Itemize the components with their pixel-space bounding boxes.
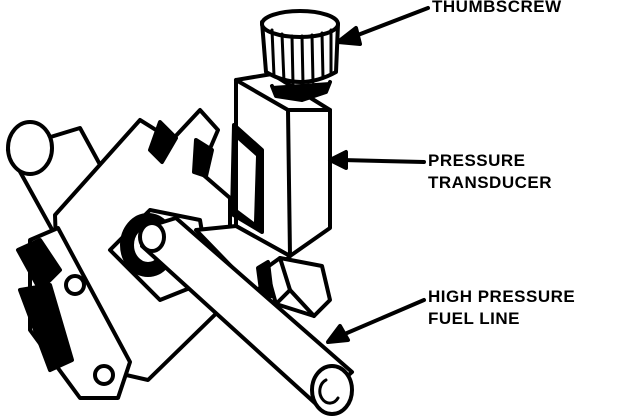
thumbscrew-knob — [260, 9, 340, 102]
label-pressure-transducer-line-1: PRESSURE — [428, 151, 526, 170]
leader-arrows — [326, 6, 430, 344]
label-thumbscrew-text: THUMBSCREW — [432, 0, 562, 16]
label-thumbscrew: THUMBSCREW — [432, 0, 562, 18]
transducer-block — [194, 72, 332, 294]
label-pressure-transducer-line-2: TRANSDUCER — [428, 173, 552, 192]
label-high-pressure-fuel-line: HIGH PRESSURE FUEL LINE — [428, 286, 575, 330]
label-pressure-transducer: PRESSURE TRANSDUCER — [428, 150, 552, 194]
label-fuel-line-line-2: FUEL LINE — [428, 309, 521, 328]
label-fuel-line-line-1: HIGH PRESSURE — [428, 287, 576, 306]
fuel-line-rod — [138, 216, 354, 416]
swing-arm — [16, 226, 132, 400]
